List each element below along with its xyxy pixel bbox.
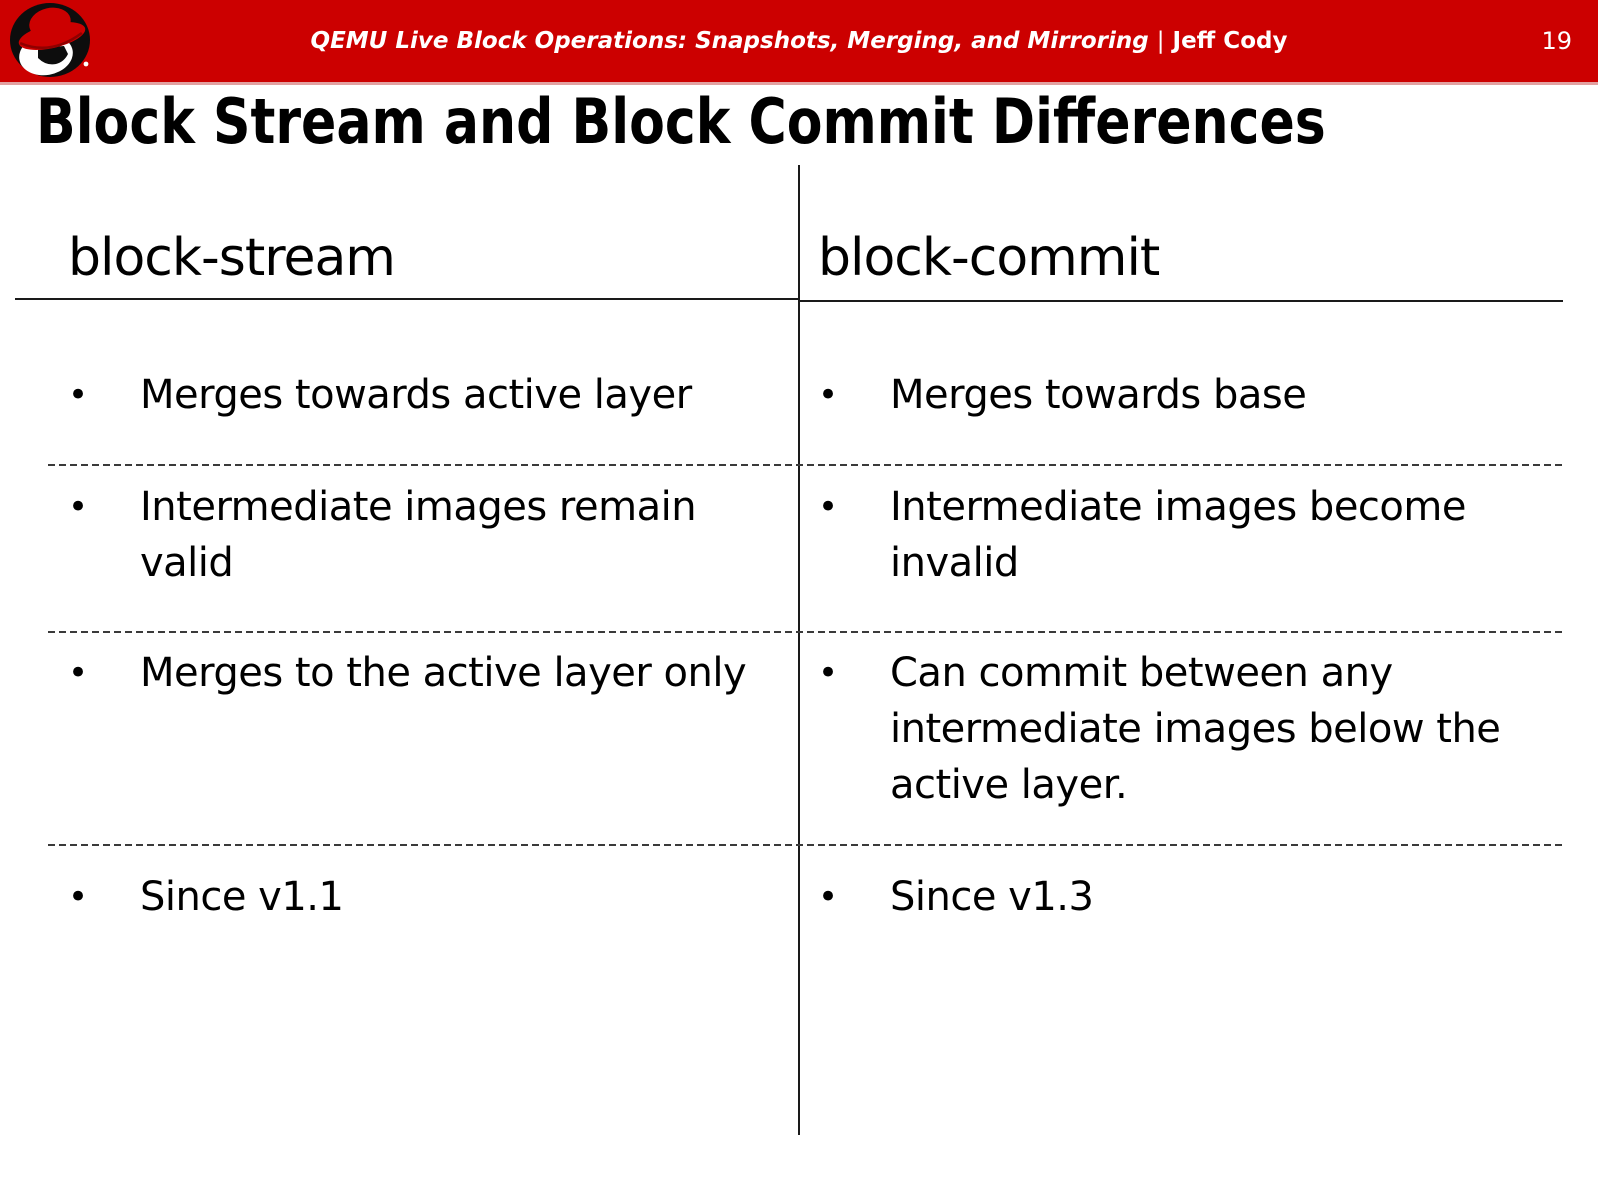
bullet-dot: • <box>68 375 88 415</box>
presentation-title: QEMU Live Block Operations: Snapshots, M… <box>310 28 1149 54</box>
row-separator-dashed <box>48 844 1563 846</box>
bullet-item: • Merges towards base <box>818 367 1535 423</box>
page-number: 19 <box>1541 27 1572 55</box>
header-bar: QEMU Live Block Operations: Snapshots, M… <box>0 0 1598 85</box>
bullet-item: • Since v1.3 <box>818 869 1535 925</box>
slide-title: Block Stream and Block Commit Difference… <box>36 85 1326 158</box>
header-title: QEMU Live Block Operations: Snapshots, M… <box>0 0 1598 82</box>
bullet-dot: • <box>68 653 88 693</box>
bullet-text: Merges towards base <box>890 372 1307 418</box>
bullet-dot: • <box>818 877 838 917</box>
bullet-text: Can commit between any intermediate imag… <box>890 650 1501 808</box>
author-name: Jeff Cody <box>1172 28 1288 54</box>
bullet-item: • Merges towards active layer <box>68 367 755 423</box>
row-separator-dashed <box>48 464 1563 466</box>
column-header-block-commit: block-commit <box>818 228 1160 288</box>
bullet-item: • Intermediate images become invalid <box>818 479 1535 591</box>
bullet-item: • Merges to the active layer only <box>68 645 755 701</box>
bullet-item: • Since v1.1 <box>68 869 755 925</box>
bullet-dot: • <box>818 653 838 693</box>
bullet-item: • Can commit between any intermediate im… <box>818 645 1535 813</box>
bullet-dot: • <box>818 375 838 415</box>
bullet-text: Merges to the active layer only <box>140 650 747 696</box>
row-separator-dashed <box>48 631 1563 633</box>
bullet-item: • Intermediate images remain valid <box>68 479 755 591</box>
title-separator: | <box>1156 28 1165 54</box>
left-header-underline <box>15 298 800 300</box>
bullet-text: Intermediate images remain valid <box>140 484 697 586</box>
bullet-dot: • <box>68 487 88 527</box>
bullet-text: Since v1.1 <box>140 874 344 920</box>
bullet-text: Since v1.3 <box>890 874 1094 920</box>
bullet-text: Intermediate images become invalid <box>890 484 1466 586</box>
right-header-underline <box>800 300 1563 302</box>
redhat-logo-icon <box>10 3 90 77</box>
column-header-block-stream: block-stream <box>68 228 396 288</box>
bullet-dot: • <box>818 487 838 527</box>
bullet-dot: • <box>68 877 88 917</box>
column-divider-line <box>798 165 800 1135</box>
bullet-text: Merges towards active layer <box>140 372 692 418</box>
